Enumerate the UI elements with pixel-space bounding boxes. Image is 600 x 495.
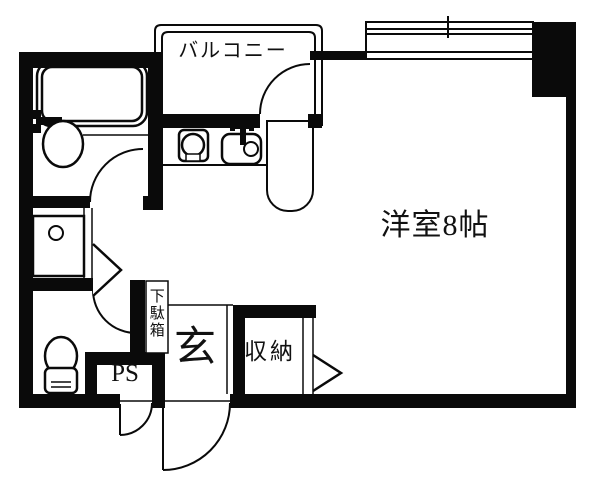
balcony-bottom-wall-right bbox=[308, 114, 322, 128]
washer-folding-door-icon bbox=[92, 243, 123, 297]
washing-machine-pan-icon bbox=[31, 214, 86, 278]
bathtub-icon bbox=[35, 60, 149, 128]
shoe-cabinet-box bbox=[145, 280, 169, 354]
ps-door-arc bbox=[119, 402, 153, 436]
frame-lines bbox=[83, 208, 314, 402]
entrance-label: 玄 bbox=[174, 325, 217, 371]
washbasin-icon bbox=[41, 119, 85, 169]
walls bbox=[19, 22, 576, 408]
appliance-space-icon bbox=[266, 120, 314, 212]
kitchen-sink-icon bbox=[220, 122, 263, 166]
bottom-wall-right bbox=[230, 394, 576, 408]
toilet-right-wall bbox=[130, 280, 145, 352]
bathroom-bottom-wall bbox=[19, 196, 90, 208]
closet-top-wall bbox=[233, 305, 316, 318]
closet-folding-door-icon bbox=[312, 353, 344, 393]
ps-top-wall bbox=[85, 352, 165, 365]
gas-stove-icon bbox=[177, 128, 210, 163]
balcony-label: バルコニー bbox=[178, 40, 288, 62]
sliding-window-icon bbox=[365, 16, 534, 60]
balcony-railing-icon bbox=[154, 24, 323, 126]
toilet-icon bbox=[43, 335, 79, 395]
left-wall bbox=[19, 52, 33, 408]
toilet-door-arc bbox=[92, 289, 137, 334]
shoe-cabinet-label: 下駄箱 bbox=[147, 288, 164, 339]
top-wall-right bbox=[310, 51, 368, 60]
main-room-label: 洋室8帖 bbox=[380, 209, 490, 242]
entrance-door-arc bbox=[162, 402, 231, 471]
bottom-wall-post bbox=[152, 394, 163, 408]
right-wall bbox=[566, 97, 576, 394]
bathroom-door-arc bbox=[89, 148, 144, 203]
washer-bottom-wall bbox=[19, 278, 95, 291]
pipe-space-label: PS bbox=[111, 360, 139, 387]
bathroom-door-post bbox=[143, 196, 163, 210]
top-wall-left bbox=[19, 52, 163, 68]
top-right-corner-block bbox=[532, 22, 576, 97]
closet-left-wall bbox=[233, 305, 245, 394]
bottom-wall-left bbox=[19, 394, 120, 408]
balcony-bottom-wall-left bbox=[148, 114, 260, 128]
bathroom-right-wall bbox=[148, 52, 163, 210]
bath-faucet-icon bbox=[28, 110, 62, 133]
balcony-door-arc bbox=[259, 63, 311, 115]
closet-label: 収納 bbox=[244, 339, 296, 364]
